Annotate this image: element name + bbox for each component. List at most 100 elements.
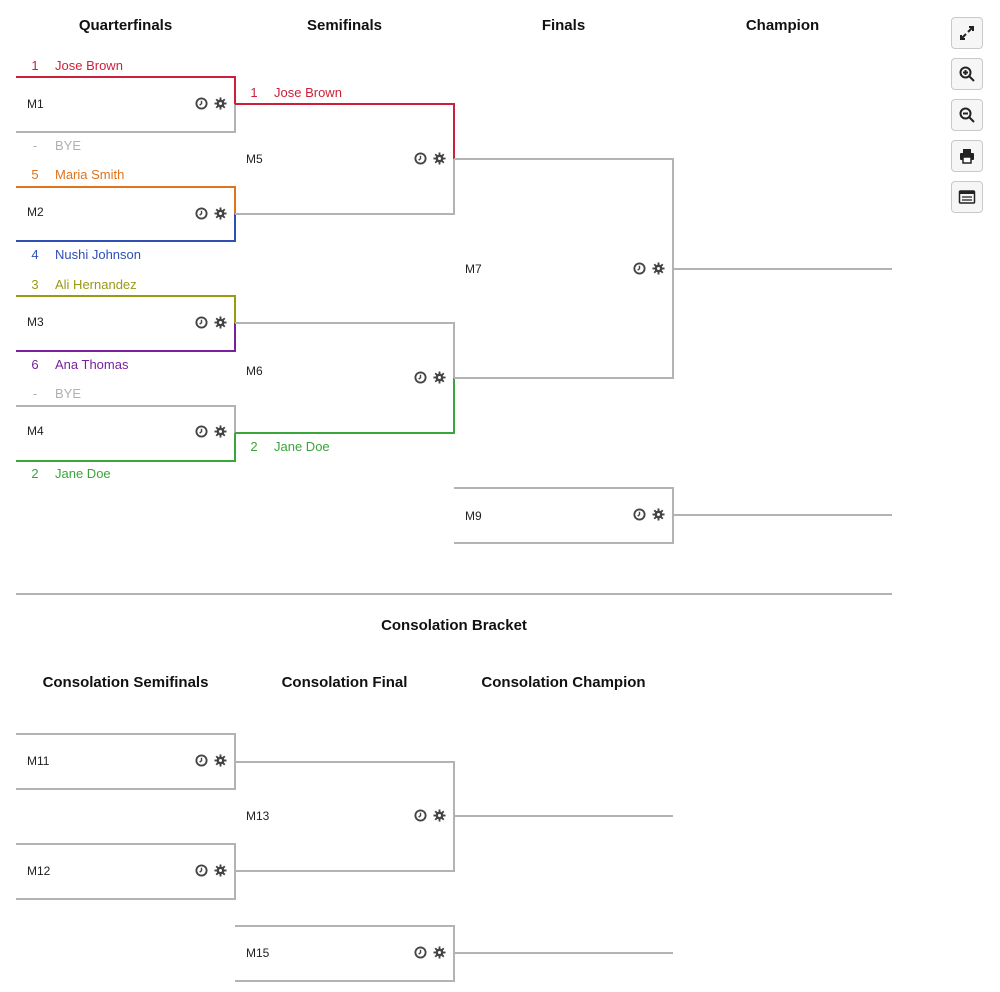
header-champion: Champion xyxy=(745,17,820,34)
bracket-line xyxy=(235,103,455,159)
match-label-m2: M2 xyxy=(27,205,44,219)
seed: 2 xyxy=(31,466,39,481)
match-actions-m12 xyxy=(195,864,227,877)
match-label-m15: M15 xyxy=(246,946,270,960)
match-label-m9: M9 xyxy=(465,509,482,523)
fullscreen-icon xyxy=(960,26,974,40)
header-quarterfinals: Quarterfinals xyxy=(78,17,173,34)
seed: 4 xyxy=(31,247,39,262)
bracket-line xyxy=(16,323,236,352)
match-actions-m9 xyxy=(633,508,665,521)
seed: 6 xyxy=(31,357,39,372)
participant-name[interactable]: Jane Doe xyxy=(274,439,330,454)
bracket-line xyxy=(16,295,236,323)
match-label-m12: M12 xyxy=(27,864,51,878)
bracket-line xyxy=(454,269,674,379)
match-actions-m13 xyxy=(414,809,446,822)
match-label-m6: M6 xyxy=(246,364,263,378)
bye-label: BYE xyxy=(55,386,82,401)
print-icon xyxy=(960,149,974,164)
participant-name[interactable]: Jose Brown xyxy=(274,85,342,100)
bracket-line xyxy=(16,433,236,462)
header-semifinals: Semifinals xyxy=(306,17,383,34)
clock-icon[interactable] xyxy=(195,207,208,220)
gear-icon[interactable] xyxy=(214,864,227,877)
gear-icon[interactable] xyxy=(652,262,665,275)
bracket-line xyxy=(16,104,236,133)
seed: 1 xyxy=(250,85,258,100)
clock-icon[interactable] xyxy=(195,97,208,110)
seed: 5 xyxy=(31,167,39,182)
gear-icon[interactable] xyxy=(214,207,227,220)
gear-icon[interactable] xyxy=(433,152,446,165)
clock-icon[interactable] xyxy=(414,946,427,959)
match-actions-m1 xyxy=(195,97,227,110)
match-actions-m7 xyxy=(633,262,665,275)
clock-icon[interactable] xyxy=(195,316,208,329)
bracket-line xyxy=(235,159,455,215)
seed: 2 xyxy=(250,439,258,454)
gear-icon[interactable] xyxy=(652,508,665,521)
clock-icon[interactable] xyxy=(195,864,208,877)
match-actions-m15 xyxy=(414,946,446,959)
bye-label: BYE xyxy=(55,138,82,153)
match-label-m3: M3 xyxy=(27,315,44,329)
match-actions-m3 xyxy=(195,316,227,329)
header-consolation-champion: Consolation Champion xyxy=(481,674,646,691)
seed: - xyxy=(32,386,38,401)
gear-icon[interactable] xyxy=(214,425,227,438)
match-label-m1: M1 xyxy=(27,97,44,111)
header-consolation-bracket: Consolation Bracket xyxy=(381,617,527,634)
zoom-out-button[interactable] xyxy=(951,99,983,131)
bracket-line xyxy=(16,76,236,104)
clock-icon[interactable] xyxy=(195,754,208,767)
seed: 1 xyxy=(31,58,39,73)
bracket-line xyxy=(16,405,236,433)
gear-icon[interactable] xyxy=(214,754,227,767)
participant-name[interactable]: Nushi Johnson xyxy=(55,247,141,262)
match-label-m5: M5 xyxy=(246,152,263,166)
bracket-line xyxy=(235,378,455,434)
participant-name[interactable]: Ali Hernandez xyxy=(55,277,137,292)
gear-icon[interactable] xyxy=(214,316,227,329)
header-consolation-final: Consolation Final xyxy=(281,674,408,691)
participant-name[interactable]: Ana Thomas xyxy=(55,357,129,372)
clock-icon[interactable] xyxy=(414,809,427,822)
bracket-line xyxy=(16,186,236,214)
gear-icon[interactable] xyxy=(433,809,446,822)
header-consolation-semifinals: Consolation Semifinals xyxy=(42,674,209,691)
seed: 3 xyxy=(31,277,39,292)
match-label-m13: M13 xyxy=(246,809,270,823)
zoom-out-icon xyxy=(959,107,975,123)
bracket-line xyxy=(16,214,236,242)
participant-name[interactable]: Jane Doe xyxy=(55,466,111,481)
zoom-in-button[interactable] xyxy=(951,58,983,90)
match-label-m11: M11 xyxy=(27,754,50,768)
bracket-line xyxy=(235,322,455,378)
gear-icon[interactable] xyxy=(214,97,227,110)
match-actions-m2 xyxy=(195,207,227,220)
match-actions-m11 xyxy=(195,754,227,767)
list-view-icon xyxy=(958,190,976,204)
gear-icon[interactable] xyxy=(433,946,446,959)
header-finals: Finals xyxy=(541,17,586,34)
clock-icon[interactable] xyxy=(195,425,208,438)
list-view-button[interactable] xyxy=(951,181,983,213)
match-label-m4: M4 xyxy=(27,424,44,438)
clock-icon[interactable] xyxy=(633,262,646,275)
clock-icon[interactable] xyxy=(414,152,427,165)
match-actions-m5 xyxy=(414,152,446,165)
participant-name[interactable]: Maria Smith xyxy=(55,167,125,182)
clock-icon[interactable] xyxy=(414,371,427,384)
fullscreen-button[interactable] xyxy=(951,17,983,49)
match-label-m7: M7 xyxy=(465,262,482,276)
gear-icon[interactable] xyxy=(433,371,446,384)
participant-name[interactable]: Jose Brown xyxy=(55,58,123,73)
zoom-in-icon xyxy=(959,66,975,82)
bracket-line xyxy=(454,158,674,269)
match-actions-m4 xyxy=(195,425,227,438)
clock-icon[interactable] xyxy=(633,508,646,521)
print-button[interactable] xyxy=(951,140,983,172)
